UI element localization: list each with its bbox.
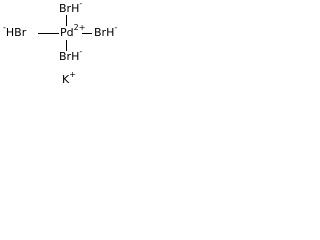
structure-diagram: BrH- -HBr Pd2+ BrH- BrH- K+ bbox=[0, 0, 132, 90]
center-atom: Pd2+ bbox=[60, 24, 85, 39]
ligand-right-charge: - bbox=[114, 23, 118, 33]
center-atom-label: Pd bbox=[60, 26, 74, 39]
bond-right bbox=[82, 33, 92, 34]
ligand-bottom-label: BrH bbox=[59, 50, 80, 63]
bond-left bbox=[38, 33, 59, 34]
counterion: K+ bbox=[62, 71, 76, 86]
bond-bottom bbox=[66, 40, 67, 51]
ligand-top-label: BrH bbox=[59, 2, 80, 15]
center-atom-charge: 2+ bbox=[73, 23, 86, 33]
ligand-right-label: BrH bbox=[94, 26, 115, 39]
ligand-left: -HBr bbox=[3, 24, 27, 39]
counterion-label: K bbox=[62, 73, 70, 86]
ligand-left-label: HBr bbox=[5, 26, 27, 39]
counterion-charge: + bbox=[69, 70, 76, 80]
bond-top bbox=[66, 15, 67, 26]
ligand-top-charge: - bbox=[79, 0, 83, 9]
ligand-right: BrH- bbox=[94, 24, 117, 39]
ligand-top: BrH- bbox=[59, 0, 83, 15]
ligand-bottom: BrH- bbox=[59, 48, 82, 63]
ligand-left-charge: - bbox=[3, 23, 6, 33]
ligand-bottom-charge: - bbox=[79, 47, 83, 57]
